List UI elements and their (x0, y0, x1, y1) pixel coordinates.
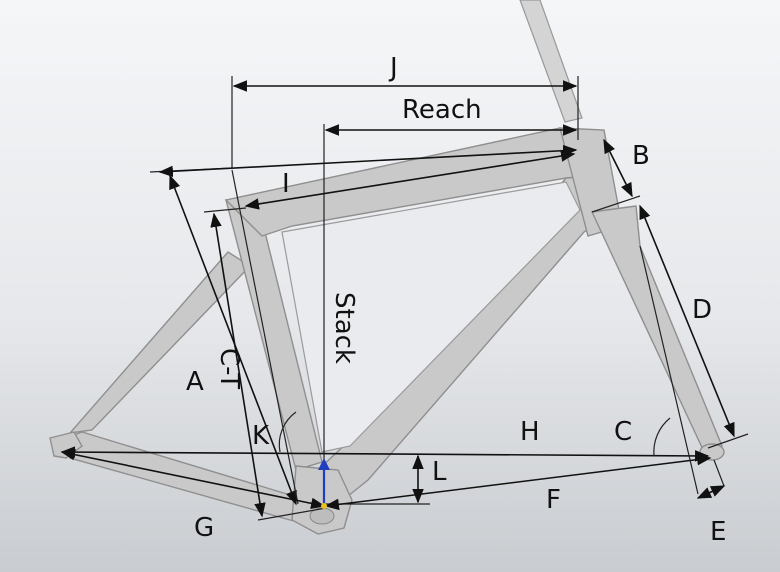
label-ct: C-T (214, 348, 244, 389)
dim-f (324, 453, 712, 511)
axis-marker-arrow (318, 458, 330, 470)
label-h: H (520, 417, 540, 447)
label-reach: Reach (402, 95, 482, 125)
steering-axis-line (639, 245, 699, 495)
dim-i (244, 150, 576, 210)
label-e: E (710, 517, 726, 547)
label-l: L (432, 457, 447, 487)
label-g: G (194, 513, 214, 543)
dim-e (696, 485, 726, 499)
dim-b (603, 138, 633, 198)
dimension-lines (60, 76, 749, 521)
label-c: C (614, 417, 632, 447)
dimension-labels: J Reach B I Stack D A C-T K H C L F G E (186, 53, 726, 547)
dim-e-ext (713, 459, 725, 487)
label-j: J (388, 53, 398, 83)
bb-axis-marker (318, 458, 330, 509)
dim-g (60, 448, 326, 510)
axis-marker-origin (321, 503, 327, 509)
label-a: A (186, 367, 204, 397)
dim-b-ext (591, 195, 641, 213)
dim-d-ext (707, 433, 749, 449)
label-k: K (252, 421, 270, 451)
dim-d (639, 204, 735, 438)
label-stack: Stack (329, 292, 359, 364)
dim-c-arc (653, 417, 671, 457)
label-b: B (632, 141, 650, 171)
label-i: I (282, 169, 290, 199)
label-d: D (692, 295, 712, 325)
label-f: F (546, 485, 561, 515)
dim-g-ext (257, 507, 327, 521)
